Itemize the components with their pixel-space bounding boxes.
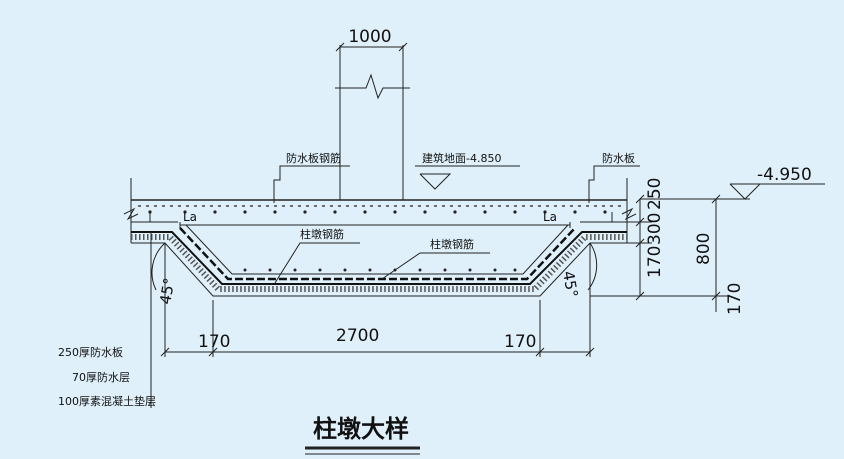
label-building-ground: 建筑地面-4.850 bbox=[422, 151, 501, 165]
dim-text-170-bottom: 170 bbox=[725, 283, 745, 315]
dim-text-250: 250 bbox=[645, 178, 665, 210]
elevation-marker: -4.950 bbox=[640, 165, 825, 200]
legend-line-2: 70厚防水层 bbox=[72, 370, 130, 384]
leader-pier-rebar-left: 柱墩钢筋 bbox=[274, 227, 360, 284]
dim-text-2700: 2700 bbox=[336, 326, 379, 346]
pier-body: La La bbox=[131, 210, 627, 297]
dim-text-1000: 1000 bbox=[348, 27, 391, 47]
slab bbox=[130, 178, 628, 243]
la-label-right: La bbox=[543, 210, 557, 224]
la-hook-right bbox=[580, 212, 613, 223]
leader-pier-rebar-right: 柱墩钢筋 bbox=[381, 237, 490, 280]
layer-legend: 250厚防水板 70厚防水层 100厚素混凝土垫层 bbox=[58, 232, 156, 408]
leader-waterproof-board: 防水板 bbox=[588, 151, 640, 203]
legend-line-1: 250厚防水板 bbox=[58, 345, 123, 359]
leader-waterproof-rebar: 防水板钢筋 bbox=[273, 151, 350, 203]
angle-left: 45° bbox=[151, 242, 179, 306]
title-text: 柱墩大样 bbox=[313, 415, 409, 443]
dim-text-170-stack: 170 bbox=[645, 246, 665, 278]
break-mark-right bbox=[621, 207, 637, 221]
dim-column-width: 1000 bbox=[335, 27, 408, 52]
dim-text-800: 800 bbox=[694, 233, 714, 265]
label-pier-rebar-right: 柱墩钢筋 bbox=[430, 237, 474, 251]
elevation-text: -4.950 bbox=[757, 165, 812, 185]
break-line-symbol bbox=[335, 73, 410, 100]
label-waterproof-board: 防水板 bbox=[602, 151, 635, 165]
drawing-title: 柱墩大样 bbox=[305, 415, 420, 455]
label-waterproof-rebar: 防水板钢筋 bbox=[286, 151, 341, 165]
angle-right: 45° bbox=[559, 242, 598, 299]
dim-text-170-left: 170 bbox=[198, 332, 230, 352]
legend-line-3: 100厚素混凝土垫层 bbox=[58, 394, 156, 408]
dim-right-stack: 170 300 250 800 170 bbox=[590, 178, 745, 315]
la-hook-left bbox=[149, 212, 178, 223]
angle-left-text: 45° bbox=[156, 276, 178, 305]
leader-building-ground: 建筑地面-4.850 bbox=[415, 151, 520, 190]
la-label-left: La bbox=[183, 210, 197, 224]
label-pier-rebar-left: 柱墩钢筋 bbox=[300, 227, 344, 241]
dim-text-300: 300 bbox=[645, 213, 665, 245]
break-mark-left bbox=[123, 207, 139, 221]
angle-right-text: 45° bbox=[559, 270, 581, 299]
column-stub bbox=[335, 45, 410, 200]
rebar-dots-top bbox=[148, 210, 607, 214]
dim-text-170-right: 170 bbox=[504, 332, 536, 352]
dim-bottom: 170 2700 170 bbox=[160, 243, 595, 357]
